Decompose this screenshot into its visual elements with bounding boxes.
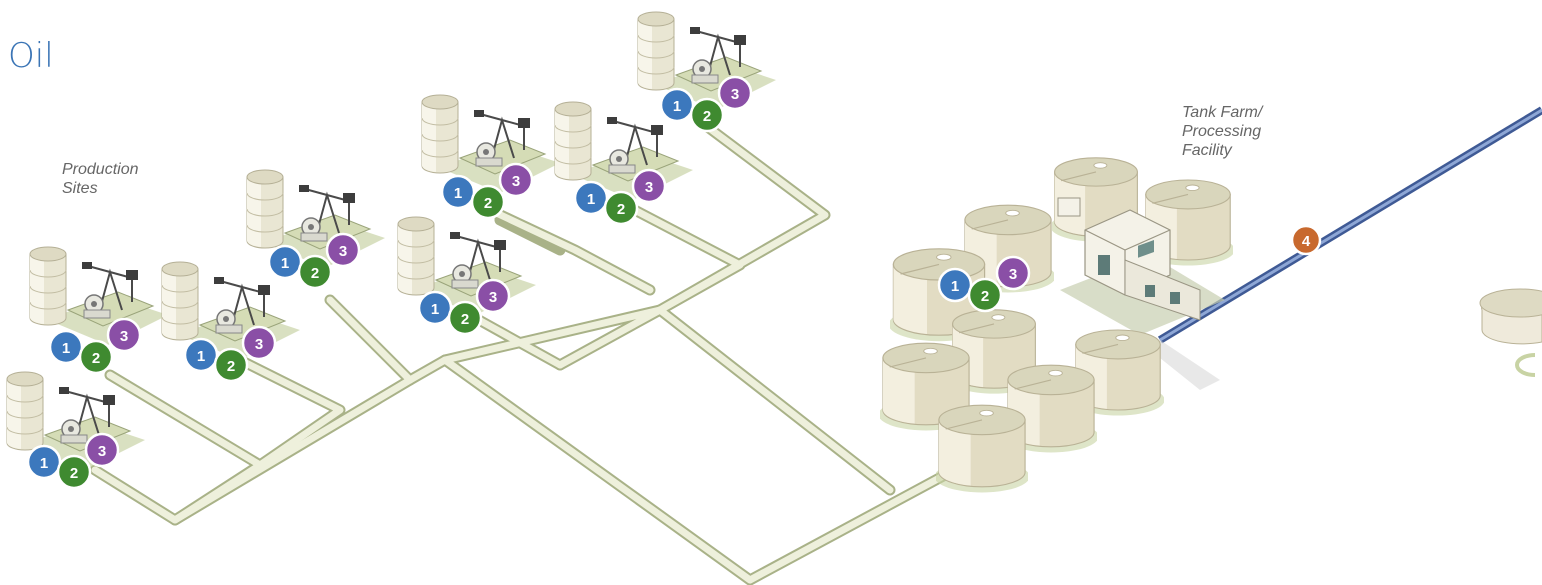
marker-1[interactable]: 1 — [417, 290, 453, 326]
pipeline-network — [89, 119, 951, 585]
marker-1-label: 1 — [951, 278, 959, 295]
tank-farm-label: Tank Farm/ Processing Facility — [1182, 104, 1263, 159]
production-site-c — [246, 169, 385, 269]
marker-cluster: 3 1 2 — [417, 278, 511, 336]
marker-1[interactable]: 1 — [48, 329, 84, 365]
marker-cluster: 3 1 2 — [440, 162, 534, 220]
marker-1[interactable]: 1 — [267, 244, 303, 280]
marker-cluster: 3 1 2 — [267, 232, 361, 290]
marker-2[interactable]: 2 — [297, 254, 333, 290]
marker-1[interactable]: 1 — [26, 444, 62, 480]
marker-3-label: 3 — [512, 173, 520, 190]
marker-3[interactable]: 3 — [106, 317, 142, 353]
marker-3-label: 3 — [339, 243, 347, 260]
marker-cluster: 3 1 2 — [26, 432, 120, 490]
marker-1[interactable]: 1 — [183, 337, 219, 373]
marker-1[interactable]: 1 — [937, 267, 973, 303]
marker-1-label: 1 — [431, 301, 439, 318]
marker-1-label: 1 — [281, 255, 289, 272]
production-site-h — [637, 11, 776, 111]
marker-3-label: 3 — [98, 443, 106, 460]
marker-3[interactable]: 3 — [475, 278, 511, 314]
marker-3[interactable]: 3 — [241, 325, 277, 361]
processing-building-icon — [1057, 197, 1201, 321]
marker-2-label: 2 — [981, 288, 989, 305]
svg-text:4: 4 — [1302, 233, 1311, 250]
marker-3[interactable]: 3 — [717, 75, 753, 111]
marker-1-label: 1 — [673, 98, 681, 115]
marker-2-label: 2 — [70, 465, 78, 482]
marker-3[interactable]: 3 — [498, 162, 534, 198]
marker-2[interactable]: 2 — [603, 190, 639, 226]
marker-3-label: 3 — [255, 336, 263, 353]
production-site-a — [29, 246, 168, 346]
pumpjack-with-storage-tank-icon — [637, 11, 776, 111]
marker-cluster: 3 1 2 — [659, 75, 753, 133]
pumpjack-with-storage-tank-icon — [421, 94, 560, 194]
marker-cluster: 3 1 2 — [573, 168, 667, 226]
production-sites-label: Production Sites — [62, 161, 139, 197]
marker-2[interactable]: 2 — [689, 97, 725, 133]
marker-3[interactable]: 3 — [84, 432, 120, 468]
marker-2-label: 2 — [92, 350, 100, 367]
marker-1-label: 1 — [587, 191, 595, 208]
marker-2[interactable]: 2 — [56, 454, 92, 490]
marker-3-label: 3 — [1009, 266, 1017, 283]
page-title: Oil — [8, 36, 54, 76]
marker-2-label: 2 — [617, 201, 625, 218]
destination-tank — [1479, 288, 1542, 377]
marker-3-label: 3 — [120, 328, 128, 345]
marker-2[interactable]: 2 — [447, 300, 483, 336]
marker-2-label: 2 — [311, 265, 319, 282]
marker-4[interactable]: 4 — [1290, 224, 1322, 256]
marker-3[interactable]: 3 — [325, 232, 361, 268]
marker-3[interactable]: 3 — [631, 168, 667, 204]
marker-2-label: 2 — [227, 358, 235, 375]
marker-2[interactable]: 2 — [78, 339, 114, 375]
marker-1-label: 1 — [62, 340, 70, 357]
marker-2[interactable]: 2 — [470, 184, 506, 220]
tank-farm — [880, 157, 1233, 494]
marker-3[interactable]: 3 — [995, 255, 1031, 291]
marker-1[interactable]: 1 — [659, 87, 695, 123]
pumpjack-with-storage-tank-icon — [246, 169, 385, 269]
marker-1[interactable]: 1 — [573, 180, 609, 216]
marker-1-label: 1 — [454, 185, 462, 202]
marker-1-label: 1 — [197, 348, 205, 365]
marker-2-label: 2 — [703, 108, 711, 125]
pumpjack-with-storage-tank-icon — [29, 246, 168, 346]
production-site-f — [421, 94, 560, 194]
marker-cluster: 3 1 2 — [48, 317, 142, 375]
marker-2-label: 2 — [461, 311, 469, 328]
marker-cluster: 3 1 2 — [183, 325, 277, 383]
marker-3-label: 3 — [489, 289, 497, 306]
marker-2-label: 2 — [484, 195, 492, 212]
marker-3-label: 3 — [645, 179, 653, 196]
marker-3-label: 3 — [731, 86, 739, 103]
storage-tank-icon — [936, 404, 1028, 494]
marker-2[interactable]: 2 — [213, 347, 249, 383]
marker-cluster: 3 1 2 — [937, 255, 1031, 313]
marker-2[interactable]: 2 — [967, 277, 1003, 313]
marker-1[interactable]: 1 — [440, 174, 476, 210]
marker-1-label: 1 — [40, 455, 48, 472]
export-pipeline — [1150, 106, 1542, 390]
